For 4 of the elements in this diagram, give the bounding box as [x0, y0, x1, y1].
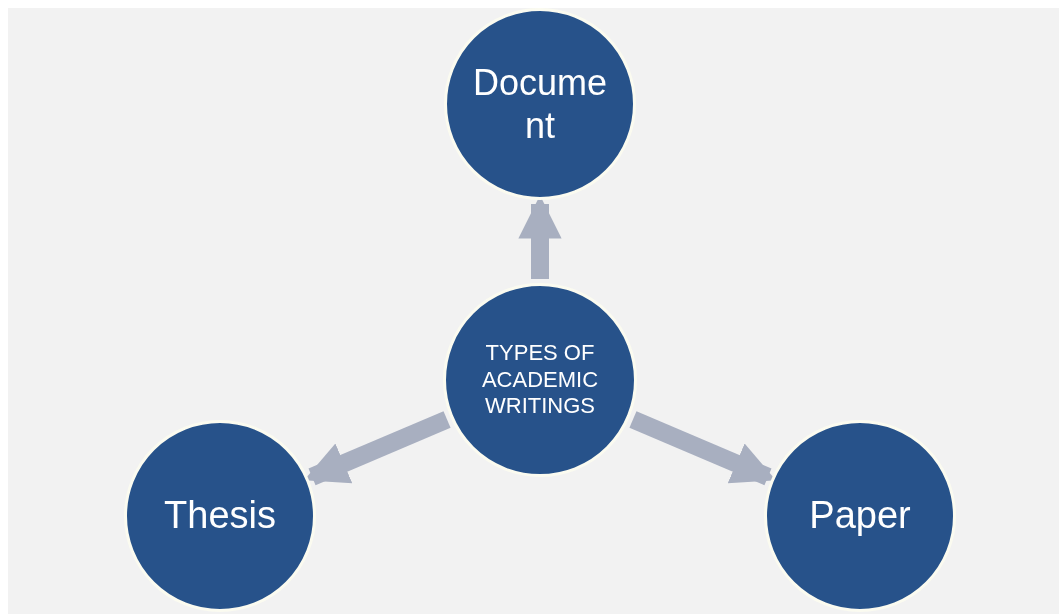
node-label: Thesis: [164, 493, 276, 539]
node-label: Document: [471, 60, 608, 148]
node-label: TYPES OF ACADEMIC WRITINGS: [480, 340, 600, 420]
node-label: Paper: [809, 493, 911, 539]
